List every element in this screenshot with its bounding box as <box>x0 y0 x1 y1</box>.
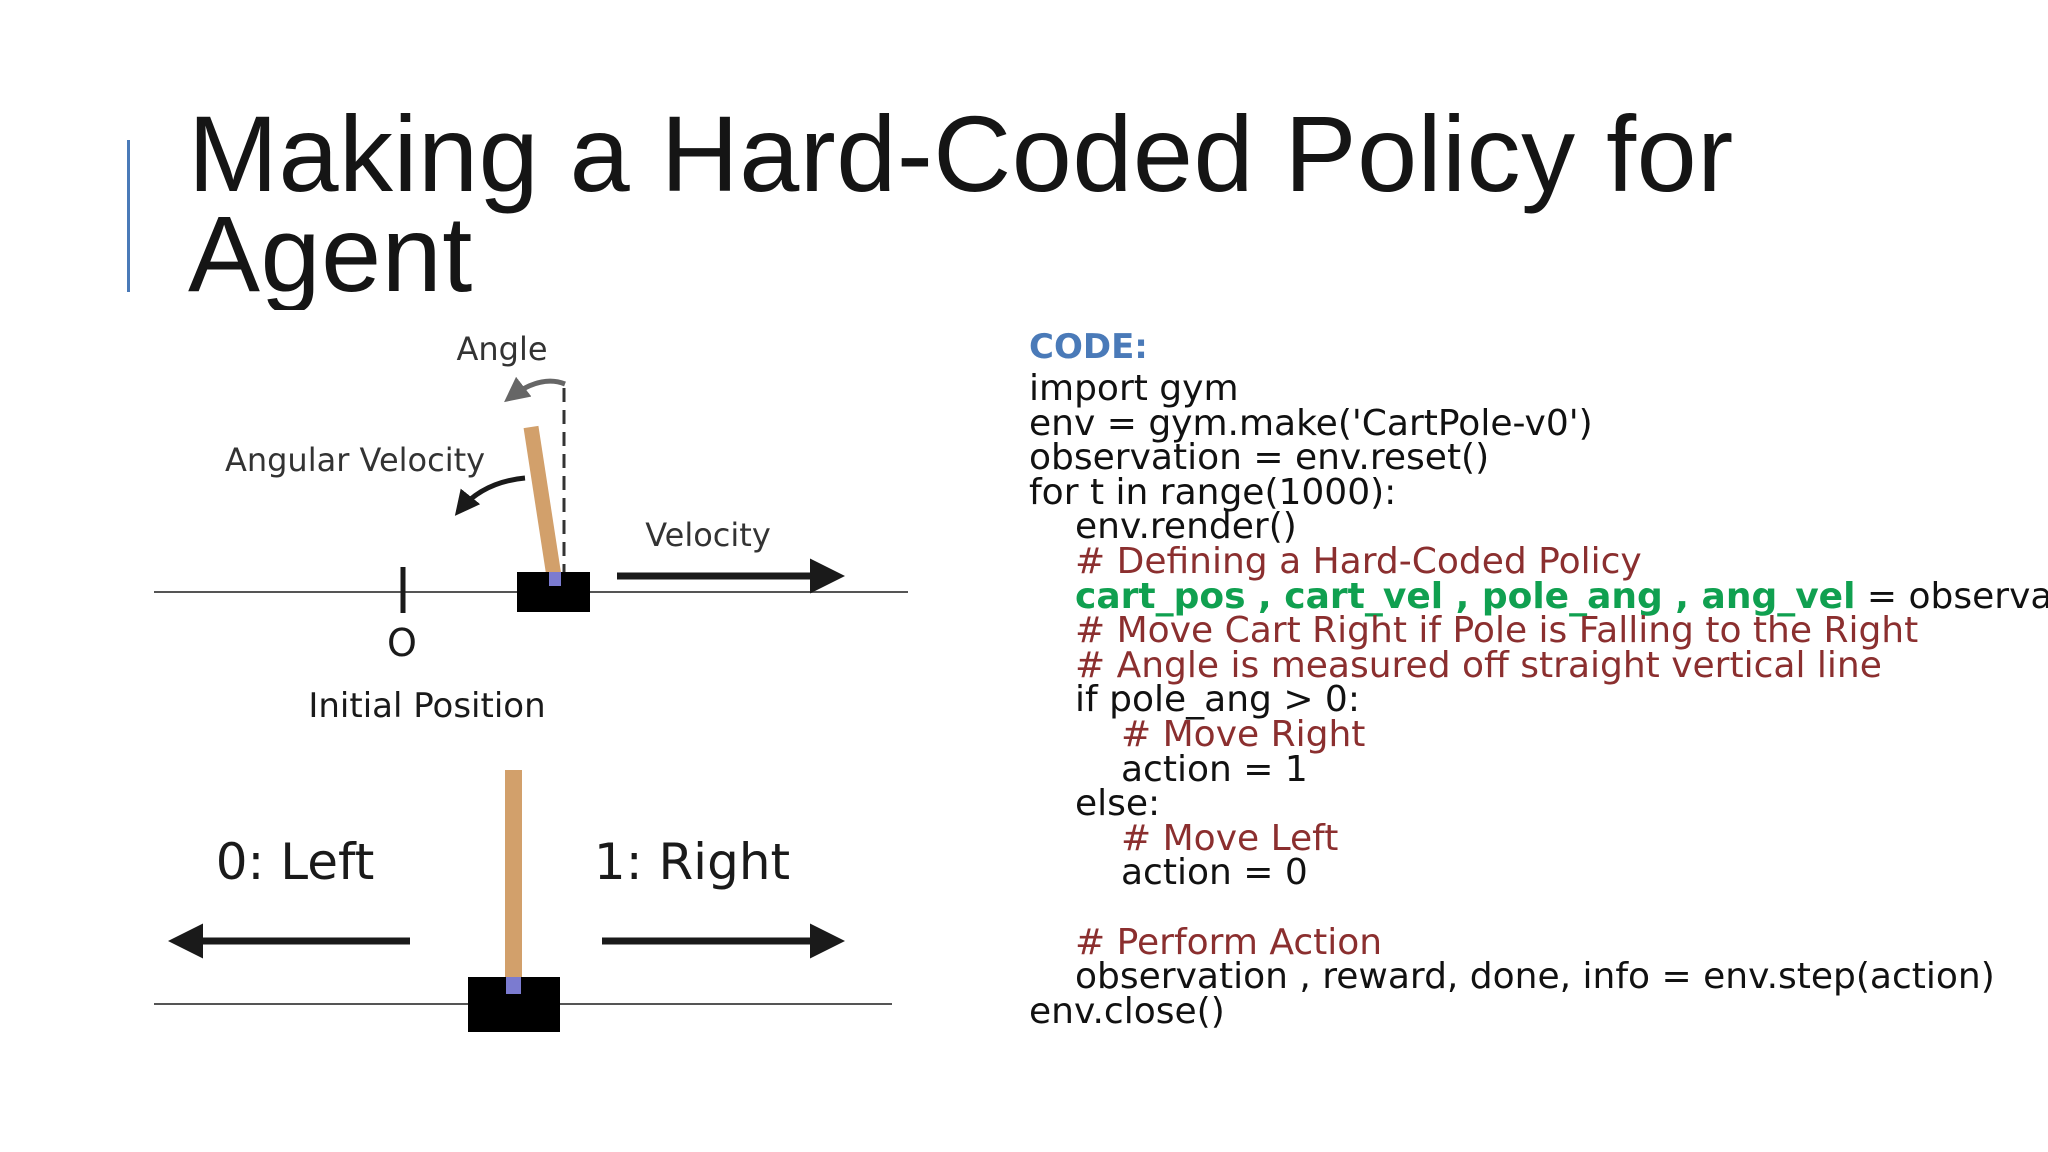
code-line-action-1: action = 1 <box>1121 748 1308 790</box>
origin-label: O <box>387 621 417 665</box>
initial-position-label: Initial Position <box>308 686 545 726</box>
code-line-unpack: cart_pos , cart_vel , pole_ang , ang_vel… <box>1029 578 2048 615</box>
code-comment-angle: # Angle is measured off straight vertica… <box>1075 644 1882 686</box>
code-line-5: env.render() <box>1075 506 1297 548</box>
code-heading: CODE: <box>1029 327 1148 367</box>
code-line-3: observation = env.reset() <box>1029 437 1490 479</box>
angular-velocity-arrow <box>454 475 526 516</box>
code-line-else: else: <box>1075 783 1161 825</box>
code-comment-perform-action: # Perform Action <box>1075 921 1383 963</box>
code-comment-defining-policy: # Defining a Hard-Coded Policy <box>1075 540 1642 582</box>
right-action-label: 1: Right <box>594 833 790 891</box>
title-accent-bar <box>127 140 130 292</box>
code-comment-move-right-if: # Move Cart Right if Pole is Falling to … <box>1075 610 1919 652</box>
code-comment-move-left: # Move Left <box>1121 817 1339 859</box>
code-comment-move-right: # Move Right <box>1121 713 1366 755</box>
bottom-pole <box>505 770 522 988</box>
code-line-step: observation , reward, done, info = env.s… <box>1075 956 1995 998</box>
slide-title: Making a Hard-Coded Policy for Agent <box>188 104 2008 310</box>
code-line-2: env = gym.make('CartPole-v0') <box>1029 402 1593 444</box>
top-pole <box>523 425 563 585</box>
code-line-close: env.close() <box>1029 990 1225 1032</box>
title-line-1: Making a Hard-Coded Policy for <box>188 104 1734 214</box>
angular-velocity-label: Angular Velocity <box>225 441 485 479</box>
code-line-blank <box>1029 891 2029 926</box>
code-observation-vars: cart_pos , cart_vel , pole_ang , ang_vel <box>1075 575 1856 617</box>
angle-label: Angle <box>456 330 547 368</box>
code-line-4: for t in range(1000): <box>1029 471 1397 513</box>
title-line-2: Agent <box>188 193 473 310</box>
code-line-action-0: action = 0 <box>1121 852 1308 894</box>
left-action-label: 0: Left <box>216 833 375 891</box>
angle-arrow <box>504 376 566 403</box>
code-line-if: if pole_ang > 0: <box>1075 679 1360 721</box>
code-block: CODE: import gym env = gym.make('CartPol… <box>1029 322 2048 1032</box>
top-pivot <box>549 572 561 586</box>
velocity-label: Velocity <box>645 516 771 554</box>
code-line-1: import gym <box>1029 368 1239 409</box>
code-observation-assign: = observation <box>1866 575 2048 617</box>
bottom-pivot <box>506 977 521 994</box>
